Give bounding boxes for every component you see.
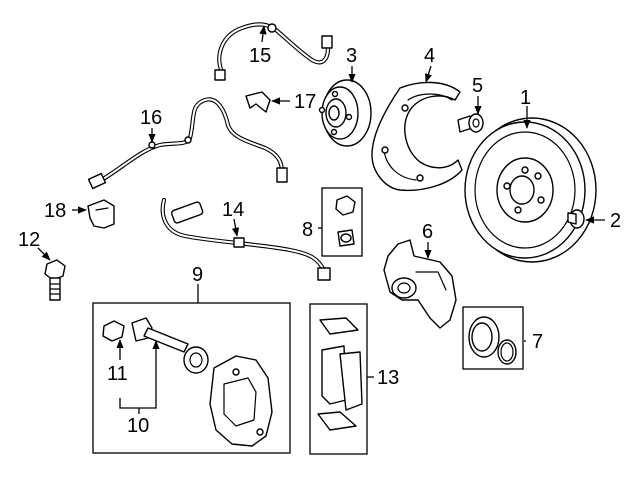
- callout-12: 12: [18, 229, 40, 251]
- caliper-assembly: [92, 302, 291, 454]
- callout-14: 14: [222, 199, 244, 221]
- brake-rotor: [464, 117, 597, 263]
- sensor-bracket: [245, 91, 271, 113]
- caliper-bracket: [383, 239, 457, 329]
- callout-15: 15: [249, 45, 271, 67]
- caliper-seal-kit: [462, 306, 524, 370]
- callout-16: 16: [140, 107, 162, 129]
- leader-lines: [37, 25, 605, 414]
- rotor-bolt: [457, 113, 484, 133]
- abs-sensor-wire-top: [214, 22, 333, 81]
- callout-10: 10: [127, 415, 149, 437]
- brake-wear-sensor: [160, 197, 331, 281]
- callout-6: 6: [422, 221, 433, 243]
- pad-clip: [87, 199, 115, 229]
- callout-7: 7: [532, 331, 543, 353]
- callout-17: 17: [294, 91, 316, 113]
- callout-2: 2: [610, 210, 621, 232]
- callout-8: 8: [302, 219, 313, 241]
- callout-5: 5: [472, 75, 483, 97]
- callout-18: 18: [44, 200, 66, 222]
- callout-13: 13: [377, 367, 399, 389]
- callout-1: 1: [520, 87, 531, 109]
- caliper-mount-bolt: [44, 259, 66, 301]
- rotor-screw: [567, 209, 585, 229]
- brake-pads-kit: [309, 303, 368, 455]
- callout-4: 4: [424, 45, 435, 67]
- callout-9: 9: [192, 264, 203, 286]
- abs-sensor-wire-middle: [87, 97, 288, 190]
- splash-shield: [371, 81, 463, 192]
- callout-3: 3: [346, 45, 357, 67]
- callout-labels: 1 2 3 4 5 6 7 8 9 10 11 12 13 14 15 16 1…: [18, 45, 621, 437]
- callout-11: 11: [107, 363, 128, 385]
- caliper-bolt-kit: [321, 187, 363, 257]
- wheel-hub: [318, 79, 372, 147]
